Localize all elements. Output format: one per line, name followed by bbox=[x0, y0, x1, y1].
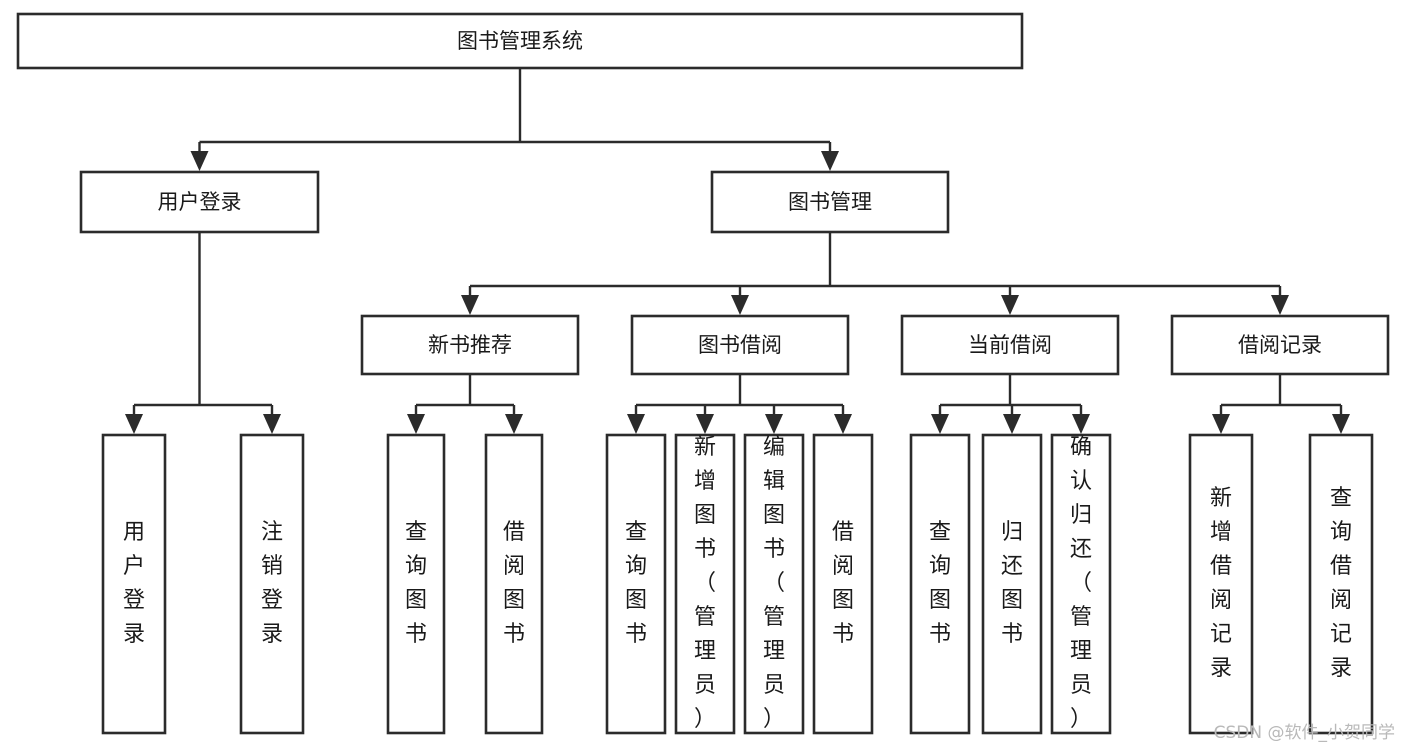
node-label-leaf-cur-return: 归还图书 bbox=[1001, 520, 1023, 647]
node-box-leaf-cur-confirm bbox=[1050, 433, 1112, 735]
node-current-borrow[interactable]: 当前借阅 bbox=[900, 314, 1120, 376]
node-leaf-rec-query2[interactable]: 查询借阅记录 bbox=[1308, 433, 1374, 735]
node-box-leaf-borrow-query bbox=[605, 433, 667, 735]
node-label-leaf-rec-add: 新增借阅记录 bbox=[1210, 486, 1232, 681]
node-box-new-book-rec bbox=[360, 314, 580, 376]
node-label-leaf-cur-query: 查询图书 bbox=[929, 520, 951, 647]
node-label-current-borrow: 当前借阅 bbox=[968, 333, 1052, 357]
node-box-leaf-rec-add bbox=[1188, 433, 1254, 735]
node-box-leaf-borrow-lend bbox=[812, 433, 874, 735]
node-label-root: 图书管理系统 bbox=[457, 29, 583, 53]
node-leaf-user-logout[interactable]: 注销登录 bbox=[239, 433, 305, 735]
node-box-leaf-rec-query2 bbox=[1308, 433, 1374, 735]
node-user-login[interactable]: 用户登录 bbox=[79, 170, 320, 234]
node-leaf-borrow-query[interactable]: 查询图书 bbox=[605, 433, 667, 735]
node-box-leaf-rec-borrow bbox=[484, 433, 544, 735]
node-label-leaf-user-logout: 注销登录 bbox=[261, 520, 283, 647]
node-box-leaf-cur-query bbox=[909, 433, 971, 735]
node-leaf-borrow-add[interactable]: 新增图书（管理员） bbox=[674, 433, 736, 735]
node-box-leaf-user-login bbox=[101, 433, 167, 735]
node-borrow-record[interactable]: 借阅记录 bbox=[1170, 314, 1390, 376]
node-box-leaf-cur-return bbox=[981, 433, 1043, 735]
node-box-book-borrow bbox=[630, 314, 850, 376]
node-leaf-rec-borrow[interactable]: 借阅图书 bbox=[484, 433, 544, 735]
node-leaf-rec-query[interactable]: 查询图书 bbox=[386, 433, 446, 735]
node-label-book-manage: 图书管理 bbox=[788, 190, 872, 214]
node-box-leaf-user-logout bbox=[239, 433, 305, 735]
node-layer: 图书管理系统用户登录图书管理新书推荐图书借阅当前借阅借阅记录用户登录注销登录查询… bbox=[16, 12, 1390, 735]
node-leaf-borrow-edit[interactable]: 编辑图书（管理员） bbox=[743, 433, 805, 735]
node-label-leaf-borrow-add: 新增图书（管理员） bbox=[694, 435, 716, 732]
node-book-borrow[interactable]: 图书借阅 bbox=[630, 314, 850, 376]
node-box-root bbox=[16, 12, 1024, 70]
node-box-user-login bbox=[79, 170, 320, 234]
node-box-borrow-record bbox=[1170, 314, 1390, 376]
node-label-leaf-borrow-lend: 借阅图书 bbox=[832, 520, 854, 647]
node-box-current-borrow bbox=[900, 314, 1120, 376]
node-box-book-manage bbox=[710, 170, 950, 234]
node-root[interactable]: 图书管理系统 bbox=[16, 12, 1024, 70]
node-label-leaf-rec-query: 查询图书 bbox=[405, 520, 427, 647]
node-label-user-login: 用户登录 bbox=[158, 190, 242, 214]
node-leaf-rec-add[interactable]: 新增借阅记录 bbox=[1188, 433, 1254, 735]
node-label-book-borrow: 图书借阅 bbox=[698, 333, 782, 357]
node-label-leaf-rec-query2: 查询借阅记录 bbox=[1330, 486, 1352, 681]
node-label-leaf-user-login: 用户登录 bbox=[123, 520, 145, 647]
node-new-book-rec[interactable]: 新书推荐 bbox=[360, 314, 580, 376]
node-label-leaf-borrow-query: 查询图书 bbox=[625, 520, 647, 647]
node-label-new-book-rec: 新书推荐 bbox=[428, 333, 512, 357]
node-box-leaf-borrow-edit bbox=[743, 433, 805, 735]
node-leaf-user-login[interactable]: 用户登录 bbox=[101, 433, 167, 735]
node-label-leaf-cur-confirm: 确认归还（管理员） bbox=[1070, 435, 1092, 732]
node-leaf-cur-confirm[interactable]: 确认归还（管理员） bbox=[1050, 433, 1112, 735]
node-book-manage[interactable]: 图书管理 bbox=[710, 170, 950, 234]
connector-layer bbox=[125, 68, 1350, 434]
node-box-leaf-borrow-add bbox=[674, 433, 736, 735]
node-leaf-borrow-lend[interactable]: 借阅图书 bbox=[812, 433, 874, 735]
node-label-leaf-borrow-edit: 编辑图书（管理员） bbox=[763, 435, 785, 732]
node-leaf-cur-query[interactable]: 查询图书 bbox=[909, 433, 971, 735]
node-label-leaf-rec-borrow: 借阅图书 bbox=[503, 520, 525, 647]
node-box-leaf-rec-query bbox=[386, 433, 446, 735]
node-leaf-cur-return[interactable]: 归还图书 bbox=[981, 433, 1043, 735]
node-label-borrow-record: 借阅记录 bbox=[1238, 333, 1322, 357]
